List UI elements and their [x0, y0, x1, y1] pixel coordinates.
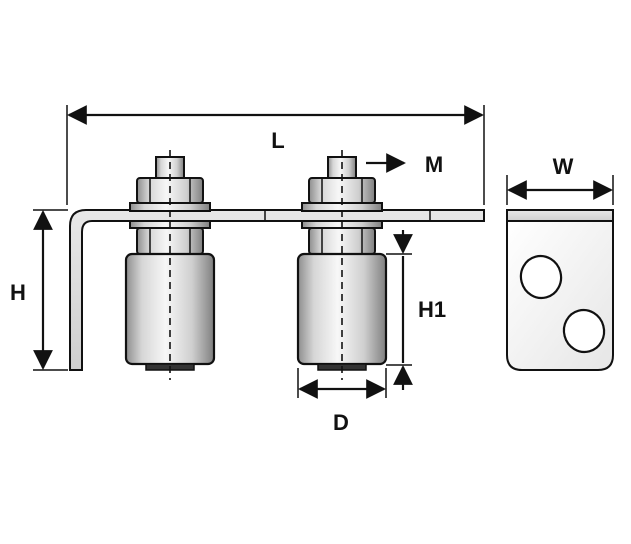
dimension-L: L [66, 105, 485, 205]
left-wheel-assembly [124, 150, 216, 380]
label-L: L [271, 128, 284, 153]
label-M: M [425, 152, 443, 177]
side-view-plate [506, 209, 614, 371]
label-D: D [333, 410, 349, 435]
dimension-H: H [10, 209, 68, 371]
label-H1: H1 [418, 297, 446, 322]
dimension-H1: H1 [386, 230, 446, 390]
bracket-plate [69, 209, 485, 371]
label-W: W [553, 154, 574, 179]
dimension-M: M [366, 152, 443, 177]
label-H: H [10, 280, 26, 305]
dimension-D: D [297, 368, 387, 435]
right-wheel-assembly [296, 150, 388, 380]
dimension-W: W [506, 154, 614, 205]
